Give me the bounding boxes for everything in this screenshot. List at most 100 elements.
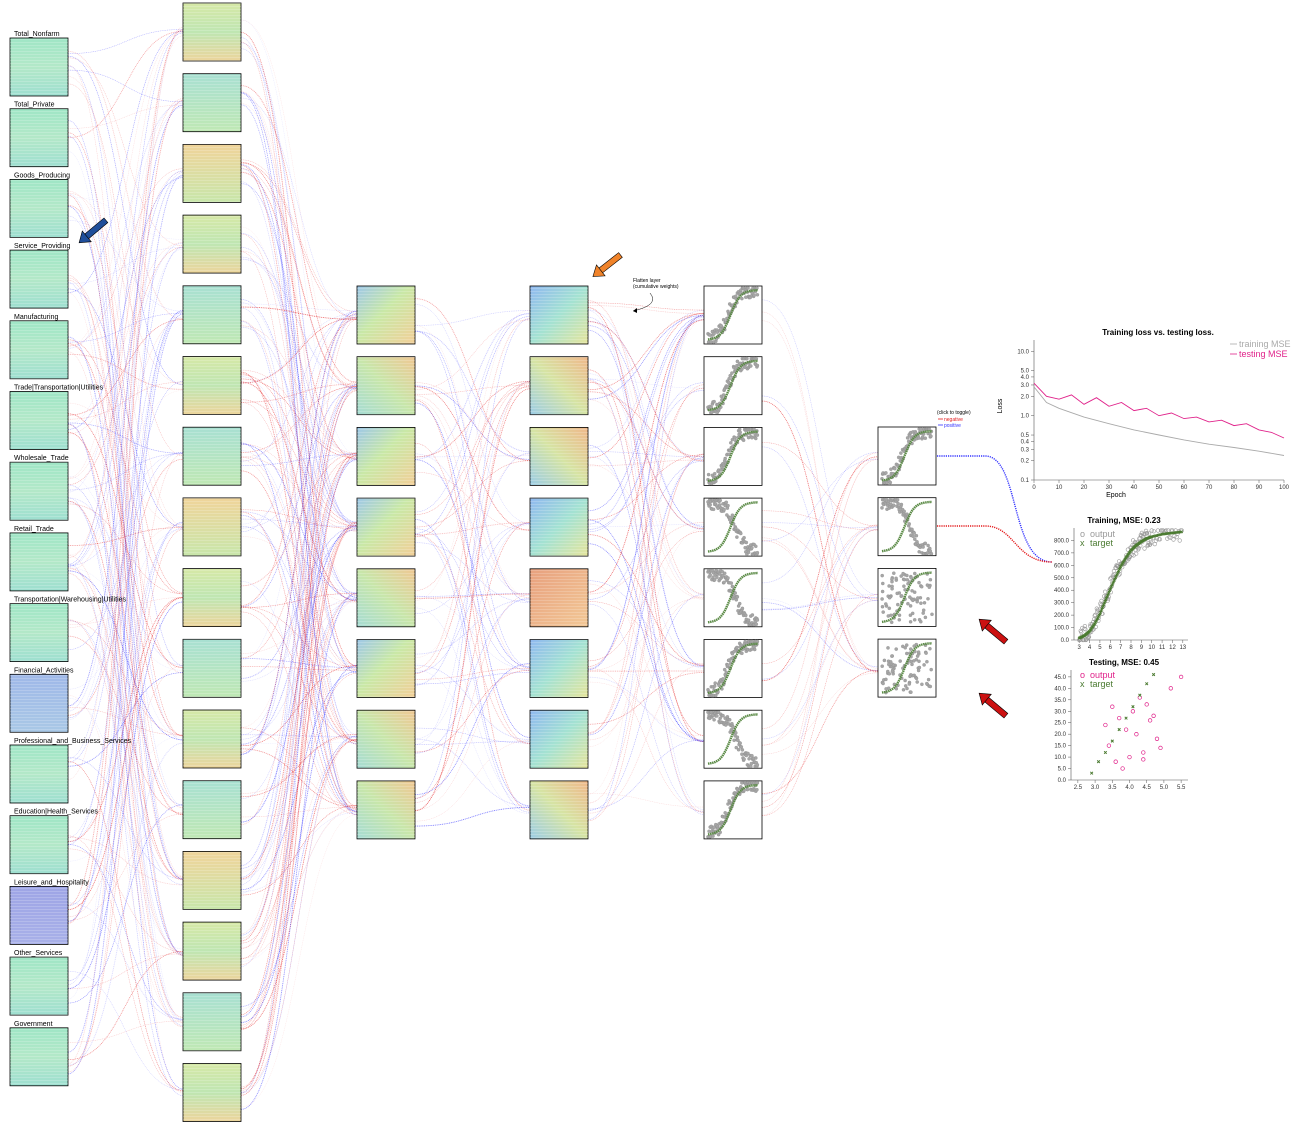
testing-output-point xyxy=(1130,709,1136,714)
loss-ylabel: Loss xyxy=(997,398,1004,413)
dense3-node-scatter xyxy=(706,356,760,415)
training-output-point xyxy=(1146,531,1152,536)
training-ytick: 400.0 xyxy=(1054,588,1070,594)
training-output-point xyxy=(1092,613,1097,618)
legend-toggle-hint[interactable]: (click to toggle) xyxy=(937,410,971,416)
training-ytick: 700.0 xyxy=(1054,551,1070,557)
input-node-texture xyxy=(10,108,68,167)
input-label: Manufacturing xyxy=(14,314,58,321)
testing-output-point xyxy=(1154,736,1160,741)
training-xtick: 7 xyxy=(1119,645,1123,651)
training-output-point xyxy=(1145,543,1150,548)
dense1-node-texture xyxy=(183,215,241,274)
input-label: Wholesale_Trade xyxy=(14,455,69,462)
flatten-node-texture xyxy=(530,639,588,698)
testing-target-point xyxy=(1089,771,1094,775)
training-output-point xyxy=(1086,635,1091,640)
training-ytick: 300.0 xyxy=(1054,601,1070,607)
input-node-texture xyxy=(10,532,68,591)
dense1-node-texture xyxy=(183,427,241,486)
testing-xtick: 5.0 xyxy=(1160,785,1169,791)
dense3-node-scatter xyxy=(706,427,760,486)
testing-target-point xyxy=(1131,705,1135,709)
training-xtick: 3 xyxy=(1078,645,1082,651)
training-output-point xyxy=(1172,533,1177,539)
testing-target-point xyxy=(1103,750,1108,755)
training-output-point xyxy=(1151,529,1156,534)
flatten-note-arrowhead xyxy=(633,308,637,313)
training-output-point xyxy=(1082,623,1087,629)
training-output-point xyxy=(1137,536,1142,541)
training-output-point xyxy=(1083,627,1088,632)
loss-xtick: 20 xyxy=(1081,485,1088,491)
dense1-node-texture xyxy=(183,285,241,344)
dense1-node-texture xyxy=(183,1063,241,1122)
dense2-node-texture xyxy=(357,568,415,627)
testing-ytick: 5.0 xyxy=(1058,767,1067,773)
training-output-point xyxy=(1102,589,1108,594)
training-chart-title: Training, MSE: 0.23 xyxy=(1087,516,1161,525)
legend-negative[interactable]: negative xyxy=(944,417,963,423)
training-xtick: 5 xyxy=(1098,645,1102,651)
flatten-node-texture xyxy=(530,710,588,769)
testing-output-point xyxy=(1110,704,1115,709)
loss-ytick: 3.0 xyxy=(1021,383,1030,389)
training-ytick: 600.0 xyxy=(1054,563,1070,569)
loss-ytick: 4.0 xyxy=(1021,375,1030,381)
training-output-point xyxy=(1145,542,1151,548)
training-output-point xyxy=(1134,551,1139,556)
training-output-point xyxy=(1177,538,1182,543)
testing-target-point xyxy=(1117,727,1121,732)
legend-positive[interactable]: positive xyxy=(944,423,961,429)
output-node-scatter xyxy=(880,571,934,625)
loss-xlabel: Epoch xyxy=(1106,492,1126,499)
training-output-point xyxy=(1171,537,1176,542)
annotation-arrows xyxy=(78,217,1009,719)
testing-output-point xyxy=(1106,743,1112,748)
testing-ytick: 40.0 xyxy=(1054,686,1066,692)
input-label: Trade|Transportation|Utilities xyxy=(14,385,104,392)
dense2-node-texture xyxy=(357,286,415,344)
dense3-node-scatter xyxy=(706,569,760,627)
testing-xtick: 5.5 xyxy=(1177,785,1186,791)
input-node-texture xyxy=(10,250,68,309)
testing-xtick: 2.5 xyxy=(1074,785,1083,791)
training-legend-output-marker: o xyxy=(1080,529,1085,539)
training-output-point xyxy=(1115,563,1120,569)
testing-ytick: 20.0 xyxy=(1054,732,1066,738)
training-output-point xyxy=(1098,601,1103,606)
testing-output-point xyxy=(1151,713,1156,718)
testing-ytick: 45.0 xyxy=(1054,675,1066,681)
testing-target-point xyxy=(1110,739,1114,743)
loss-ytick: 2.0 xyxy=(1021,394,1030,400)
testing-output-point xyxy=(1147,718,1153,723)
flatten-node-texture xyxy=(530,286,588,344)
testing-output-point xyxy=(1141,757,1146,762)
loss-xtick: 50 xyxy=(1156,485,1163,491)
training-xtick: 10 xyxy=(1148,645,1155,651)
flatten-node-texture xyxy=(530,498,588,557)
training-output-point xyxy=(1108,576,1113,581)
training-output-point xyxy=(1152,541,1157,547)
training-output-point xyxy=(1088,622,1093,627)
dense2-node-texture xyxy=(357,639,415,698)
input-node-texture xyxy=(10,320,68,379)
loss-xtick: 0 xyxy=(1032,485,1036,491)
loss-ytick: 0.2 xyxy=(1021,459,1030,465)
training-output-point xyxy=(1155,528,1160,533)
testing-ytick: 0.0 xyxy=(1058,778,1067,784)
loss-xtick: 70 xyxy=(1206,485,1213,491)
training-xtick: 6 xyxy=(1109,645,1113,651)
testing-ytick: 30.0 xyxy=(1054,709,1066,715)
training-mse-line xyxy=(1033,386,1285,456)
flatten-node-texture xyxy=(530,780,588,839)
training-legend-target: target xyxy=(1090,538,1114,548)
edge-sign-legend[interactable]: (click to toggle) negative positive xyxy=(937,410,971,429)
loss-chart: Training loss vs. testing loss. Loss Epo… xyxy=(997,328,1291,499)
input-node-texture xyxy=(10,815,68,874)
training-output-point xyxy=(1142,546,1147,551)
output-node-scatter xyxy=(880,427,934,485)
input-node-texture xyxy=(10,674,68,733)
training-ytick: 0.0 xyxy=(1061,638,1070,644)
